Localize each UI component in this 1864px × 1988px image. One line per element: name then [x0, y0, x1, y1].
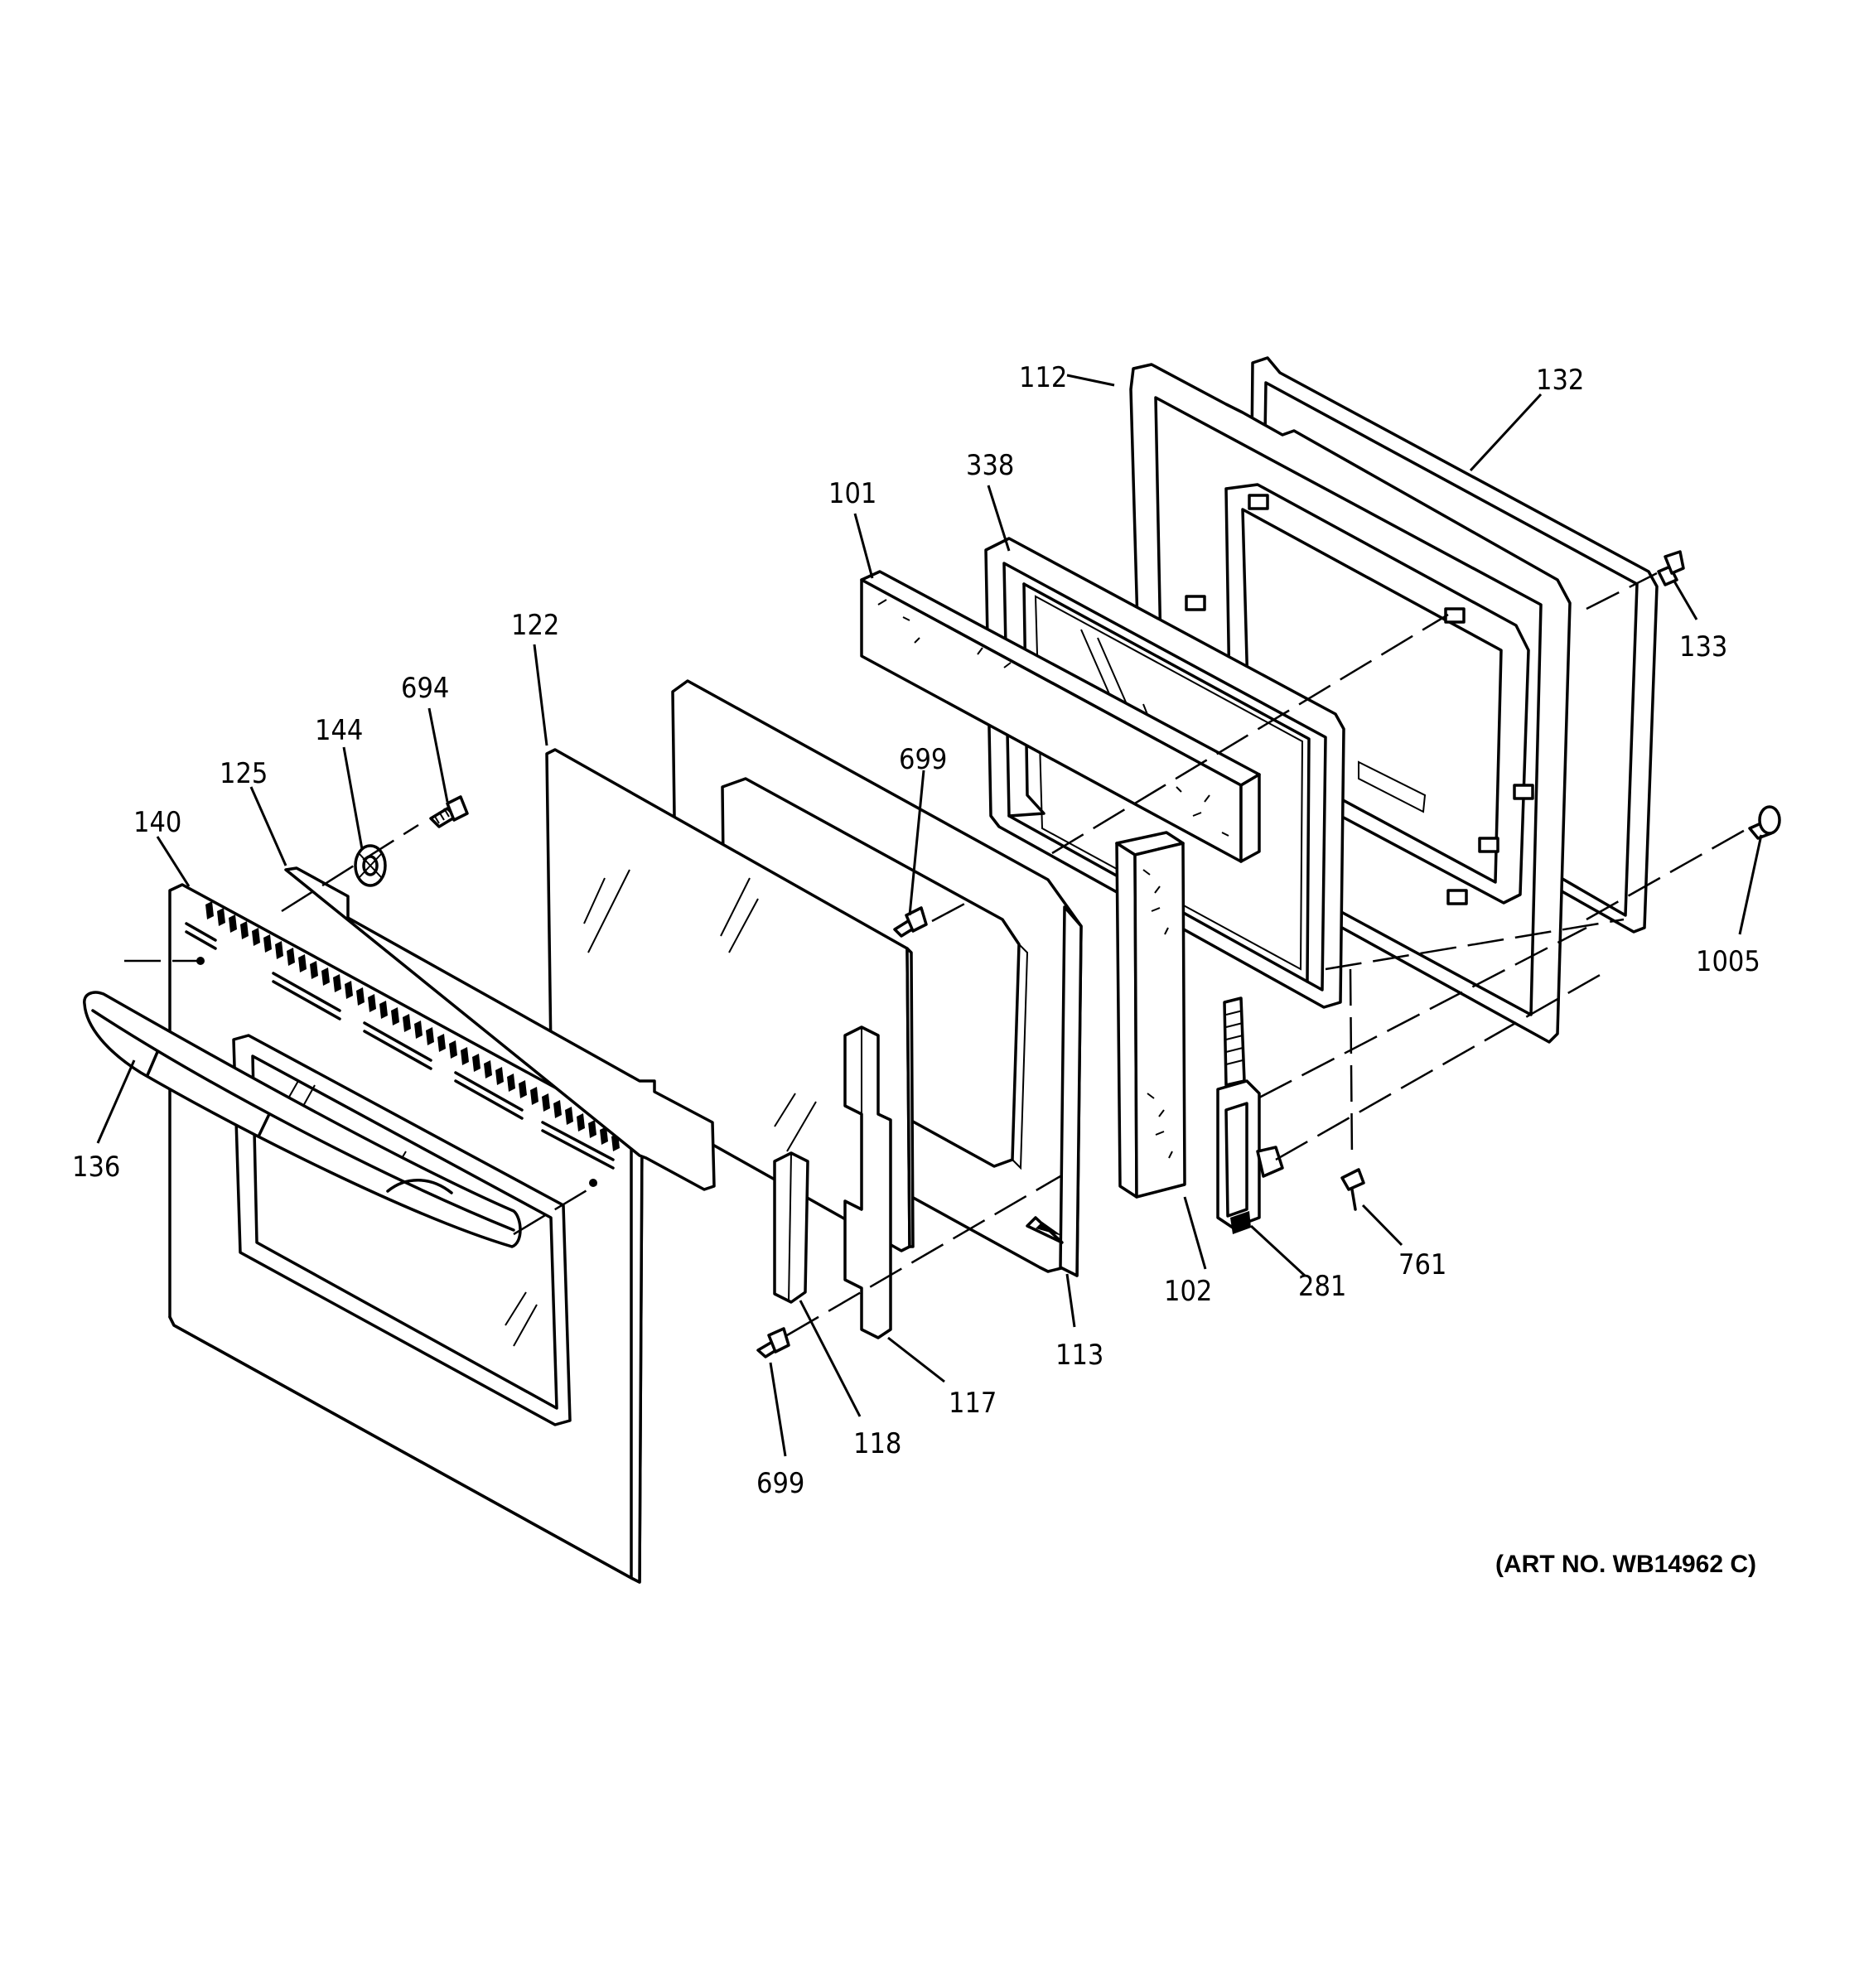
callout-1005: 1005: [1696, 945, 1760, 978]
callout-136: 136: [72, 1151, 120, 1184]
part-144-bushing: [354, 844, 387, 887]
callout-694: 694: [401, 672, 449, 705]
callout-112: 112: [1019, 361, 1067, 394]
callout-122: 122: [511, 609, 559, 642]
callout-132: 132: [1536, 364, 1584, 397]
callout-699-lower: 699: [756, 1467, 804, 1500]
part-101-insulation-top: [860, 570, 1261, 863]
callout-699-upper: 699: [899, 743, 947, 776]
callout-761: 761: [1398, 1248, 1446, 1281]
part-281-hinge: [1216, 996, 1284, 1234]
callout-118: 118: [853, 1427, 901, 1460]
assembly-lines: [124, 572, 1749, 1337]
part-118-bracket: [773, 1151, 809, 1304]
part-133-screw: [1657, 550, 1685, 586]
part-117-bracket: [843, 1025, 892, 1339]
part-699-screw-lower: [756, 1327, 790, 1358]
part-699-screw-upper: [893, 906, 928, 938]
callout-338: 338: [966, 449, 1014, 482]
callout-281: 281: [1298, 1270, 1346, 1303]
callout-101: 101: [828, 477, 876, 510]
part-1005-screw: [1748, 805, 1781, 840]
art-number-label: (ART NO. WB14962 C): [1495, 1551, 1756, 1578]
part-694-screw: [429, 795, 469, 828]
part-102-insulation-side: [1115, 831, 1186, 1199]
part-761-screw: [1340, 1168, 1365, 1211]
callout-133: 133: [1679, 630, 1727, 663]
callout-144: 144: [315, 714, 363, 747]
callout-labels: 112 132 338 101 133 122 694 144 699 125 …: [72, 361, 1760, 1500]
callout-117: 117: [949, 1387, 997, 1420]
callout-113: 113: [1055, 1339, 1103, 1372]
leader-lines: [96, 374, 1763, 1457]
callout-125: 125: [220, 757, 268, 790]
part-136-handle: [83, 991, 522, 1248]
callout-140: 140: [133, 806, 181, 839]
callout-102: 102: [1164, 1275, 1212, 1308]
part-125-vent-shield: [284, 866, 716, 1191]
